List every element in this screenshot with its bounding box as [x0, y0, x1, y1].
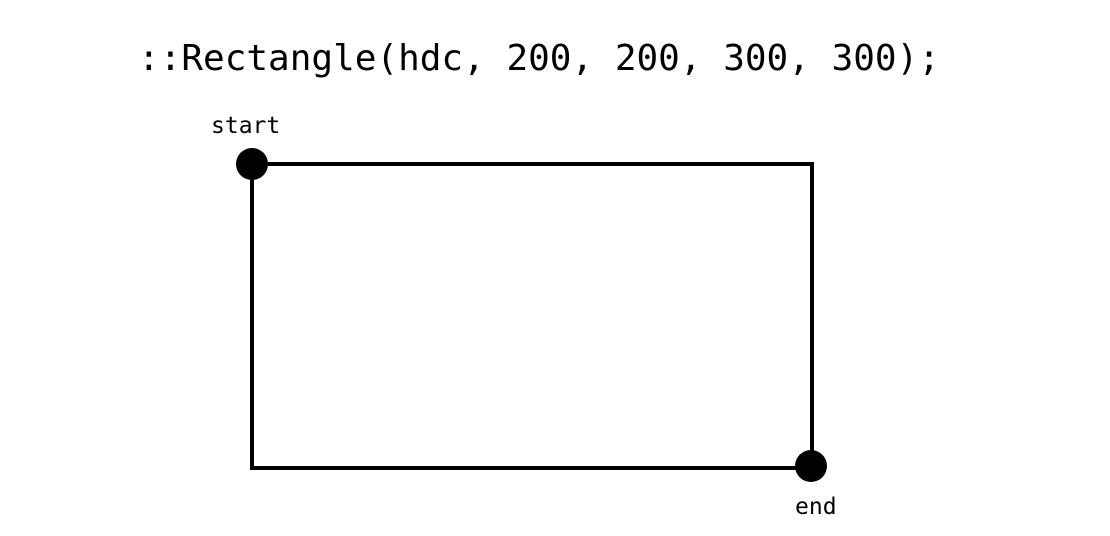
- code-caption: ::Rectangle(hdc, 200, 200, 300, 300);: [138, 38, 940, 79]
- start-point-marker: [236, 148, 268, 180]
- end-label: end: [795, 494, 837, 520]
- rectangle-shape: [250, 162, 814, 470]
- start-label: start: [211, 113, 281, 139]
- end-point-marker: [795, 450, 827, 482]
